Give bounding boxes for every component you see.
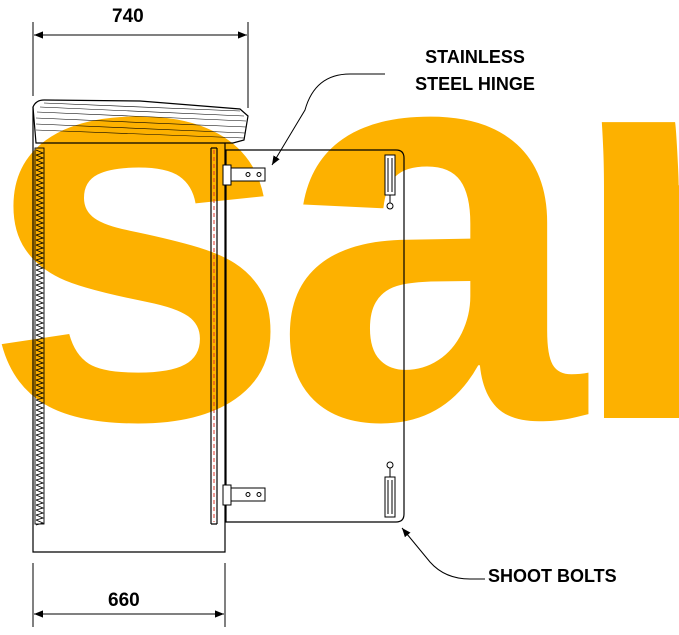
hinge-top xyxy=(222,164,266,186)
vent-slats xyxy=(35,149,45,526)
hinge-leader xyxy=(271,73,385,166)
shoot-bolt-top xyxy=(384,154,396,210)
hinge-callout-label: STAINLESS STEEL HINGE xyxy=(385,44,565,98)
watermark: sar xyxy=(0,0,679,537)
dimension-bottom xyxy=(32,563,226,627)
shoot-bolts-callout-label: SHOOT BOLTS xyxy=(488,566,617,586)
louvre-vents xyxy=(34,147,45,526)
dimension-top-label: 740 xyxy=(112,6,144,27)
shoot-bolts-leader xyxy=(401,527,485,580)
dimension-top xyxy=(32,22,249,108)
svg-text:sar: sar xyxy=(0,0,679,537)
dimension-bottom-label: 660 xyxy=(108,590,140,611)
hinge-callout-line2: STEEL HINGE xyxy=(415,74,535,94)
cabinet-side xyxy=(32,99,249,553)
hinge-callout-line1: STAINLESS xyxy=(425,47,525,67)
hinge-bottom xyxy=(222,484,266,506)
door xyxy=(225,149,405,523)
shoot-bolt-bottom xyxy=(384,461,396,518)
